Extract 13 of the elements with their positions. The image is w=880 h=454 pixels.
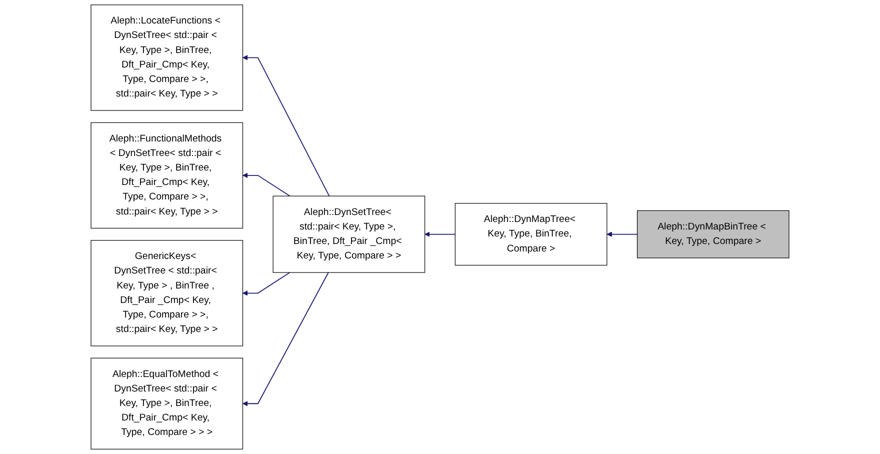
node-box: Aleph::EqualToMethod < DynSetTree< std::pair < Key, Type >, BinTree, Dft_Pair_Cmp< Key, Type, Compare > > >: [90, 358, 244, 450]
node-box: Aleph::FunctionalMethods < DynSetTree< std::pair < Key, Type >, BinTree, Dft_Pair_Cmp< Key, Type, Compare > >, std::pair< Key, Type > >: [90, 122, 244, 229]
arrow: [606, 232, 638, 237]
arrow: [242, 172, 290, 196]
node-box: Aleph::DynMapTree< Key, Type, BinTree, Compare >: [454, 203, 608, 266]
arrow: [242, 55, 330, 196]
arrow: [242, 272, 290, 296]
arrow: [424, 232, 456, 237]
node-box: Aleph::DynMapBinTree < Key, Type, Compare >: [636, 210, 790, 258]
arrow: [242, 272, 329, 406]
node-box: GenericKeys< DynSetTree < std::pair< Key, Type > , BinTree , Dft_Pair _Cmp< Key, Type, Compare > >, std::pair< Key, Type > >: [90, 240, 244, 346]
node-box: Aleph::DynSetTree< std::pair< Key, Type >, BinTree, Dft_Pair _Cmp< Key, Type, Compare > >: [272, 196, 426, 273]
node-box: Aleph::LocateFunctions < DynSetTree< std::pair < Key, Type >, BinTree, Dft_Pair_Cmp< Key, Type, Compare > >, std::pair< Key, Type > >: [90, 4, 244, 111]
